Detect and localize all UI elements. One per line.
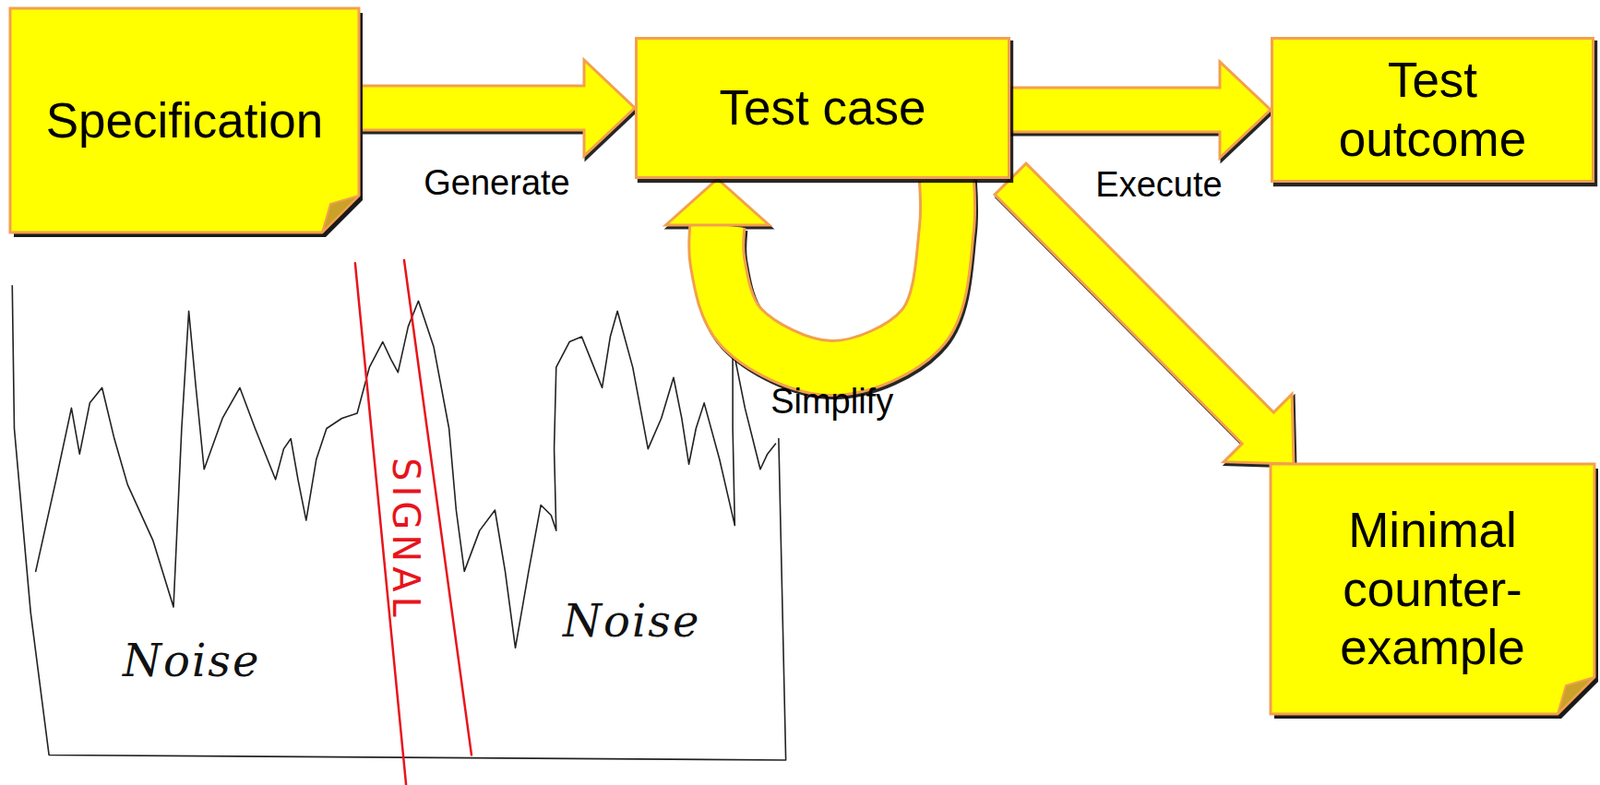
arrow-body [1010,61,1271,158]
node-text: Minimal counter-example [1294,501,1572,678]
spec-note: Specification [10,8,359,233]
edge-label: Generate [423,163,570,203]
edge-label: Simplify [770,382,894,422]
block-arrow [994,163,1294,465]
loop-arrow [666,179,948,369]
note-body [1270,464,1595,715]
block-arrow [1010,61,1271,158]
noise-label: Noise [562,595,701,647]
edge-label: Execute [1095,165,1222,205]
note-body [10,8,359,233]
process-box: Test outcome [1270,36,1595,183]
plot-frame [11,286,786,761]
arrow-body [994,163,1294,465]
note-fold [322,195,359,233]
signal-label: SIGNAL [384,457,428,622]
block-arrow [358,59,635,156]
noise-wave [35,300,777,648]
arrow-body [358,59,635,156]
arrow-head [666,179,770,226]
node-text: Specification [46,91,324,151]
note-fold [1557,677,1595,715]
process-box: Test case [634,36,1011,180]
noise-label: Noise [122,634,261,687]
node-text: Test outcome [1310,50,1555,168]
node-text: Test case [719,78,927,138]
result-note: Minimal counter-example [1270,464,1595,715]
